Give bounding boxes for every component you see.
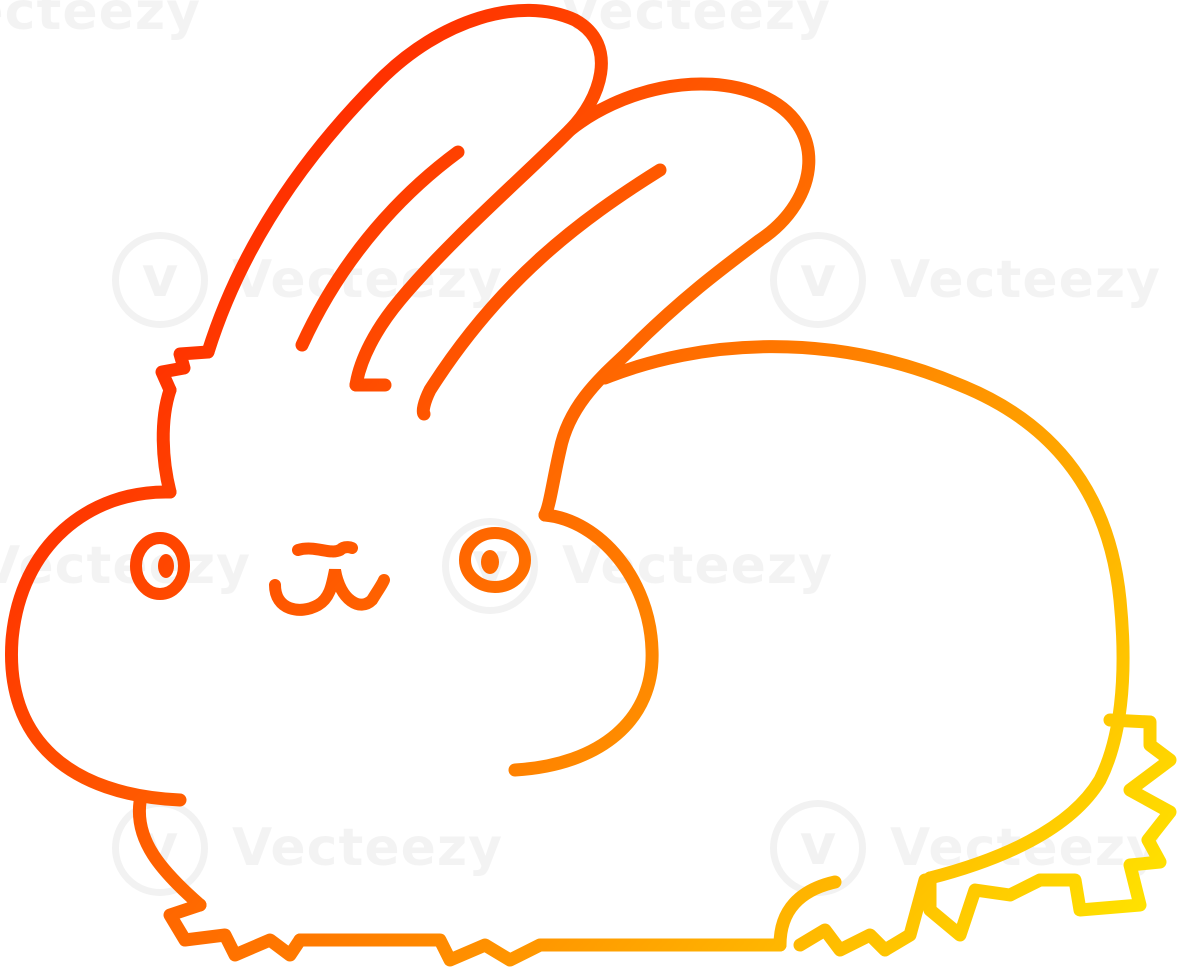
head-left-outline	[4, 485, 187, 807]
front-leg-outline	[132, 795, 207, 912]
watermark-text: Vecteezy	[560, 0, 831, 42]
front-ear-inner-line	[295, 145, 465, 352]
watermark-text: Vecteezy	[232, 818, 503, 878]
back-ear-inner-line	[416, 163, 667, 421]
front-paws	[163, 898, 307, 962]
watermark-text: Vecteezy	[890, 250, 1161, 310]
face-right-outline	[508, 508, 659, 777]
right-eye-pupil	[481, 550, 499, 574]
back-outline	[538, 343, 637, 522]
watermark-text: Vecteezy	[232, 250, 503, 310]
head-top-outline	[156, 383, 177, 499]
back-ear-outline	[563, 77, 816, 357]
body-back-outline	[598, 340, 1130, 885]
mouth	[269, 568, 390, 616]
left-eye	[130, 532, 190, 600]
ear-tuft	[155, 345, 215, 397]
watermark-text: Vecteezy	[0, 0, 201, 42]
front-ear-outline	[201, 3, 608, 392]
back-foot	[773, 873, 932, 957]
watermark-logo-icon	[770, 232, 866, 328]
nose	[292, 541, 358, 558]
left-eye-pupil	[158, 554, 174, 578]
belly-line	[293, 933, 787, 967]
tail	[923, 713, 1177, 942]
watermark-logo-icon	[112, 232, 208, 328]
right-eye	[459, 527, 531, 593]
